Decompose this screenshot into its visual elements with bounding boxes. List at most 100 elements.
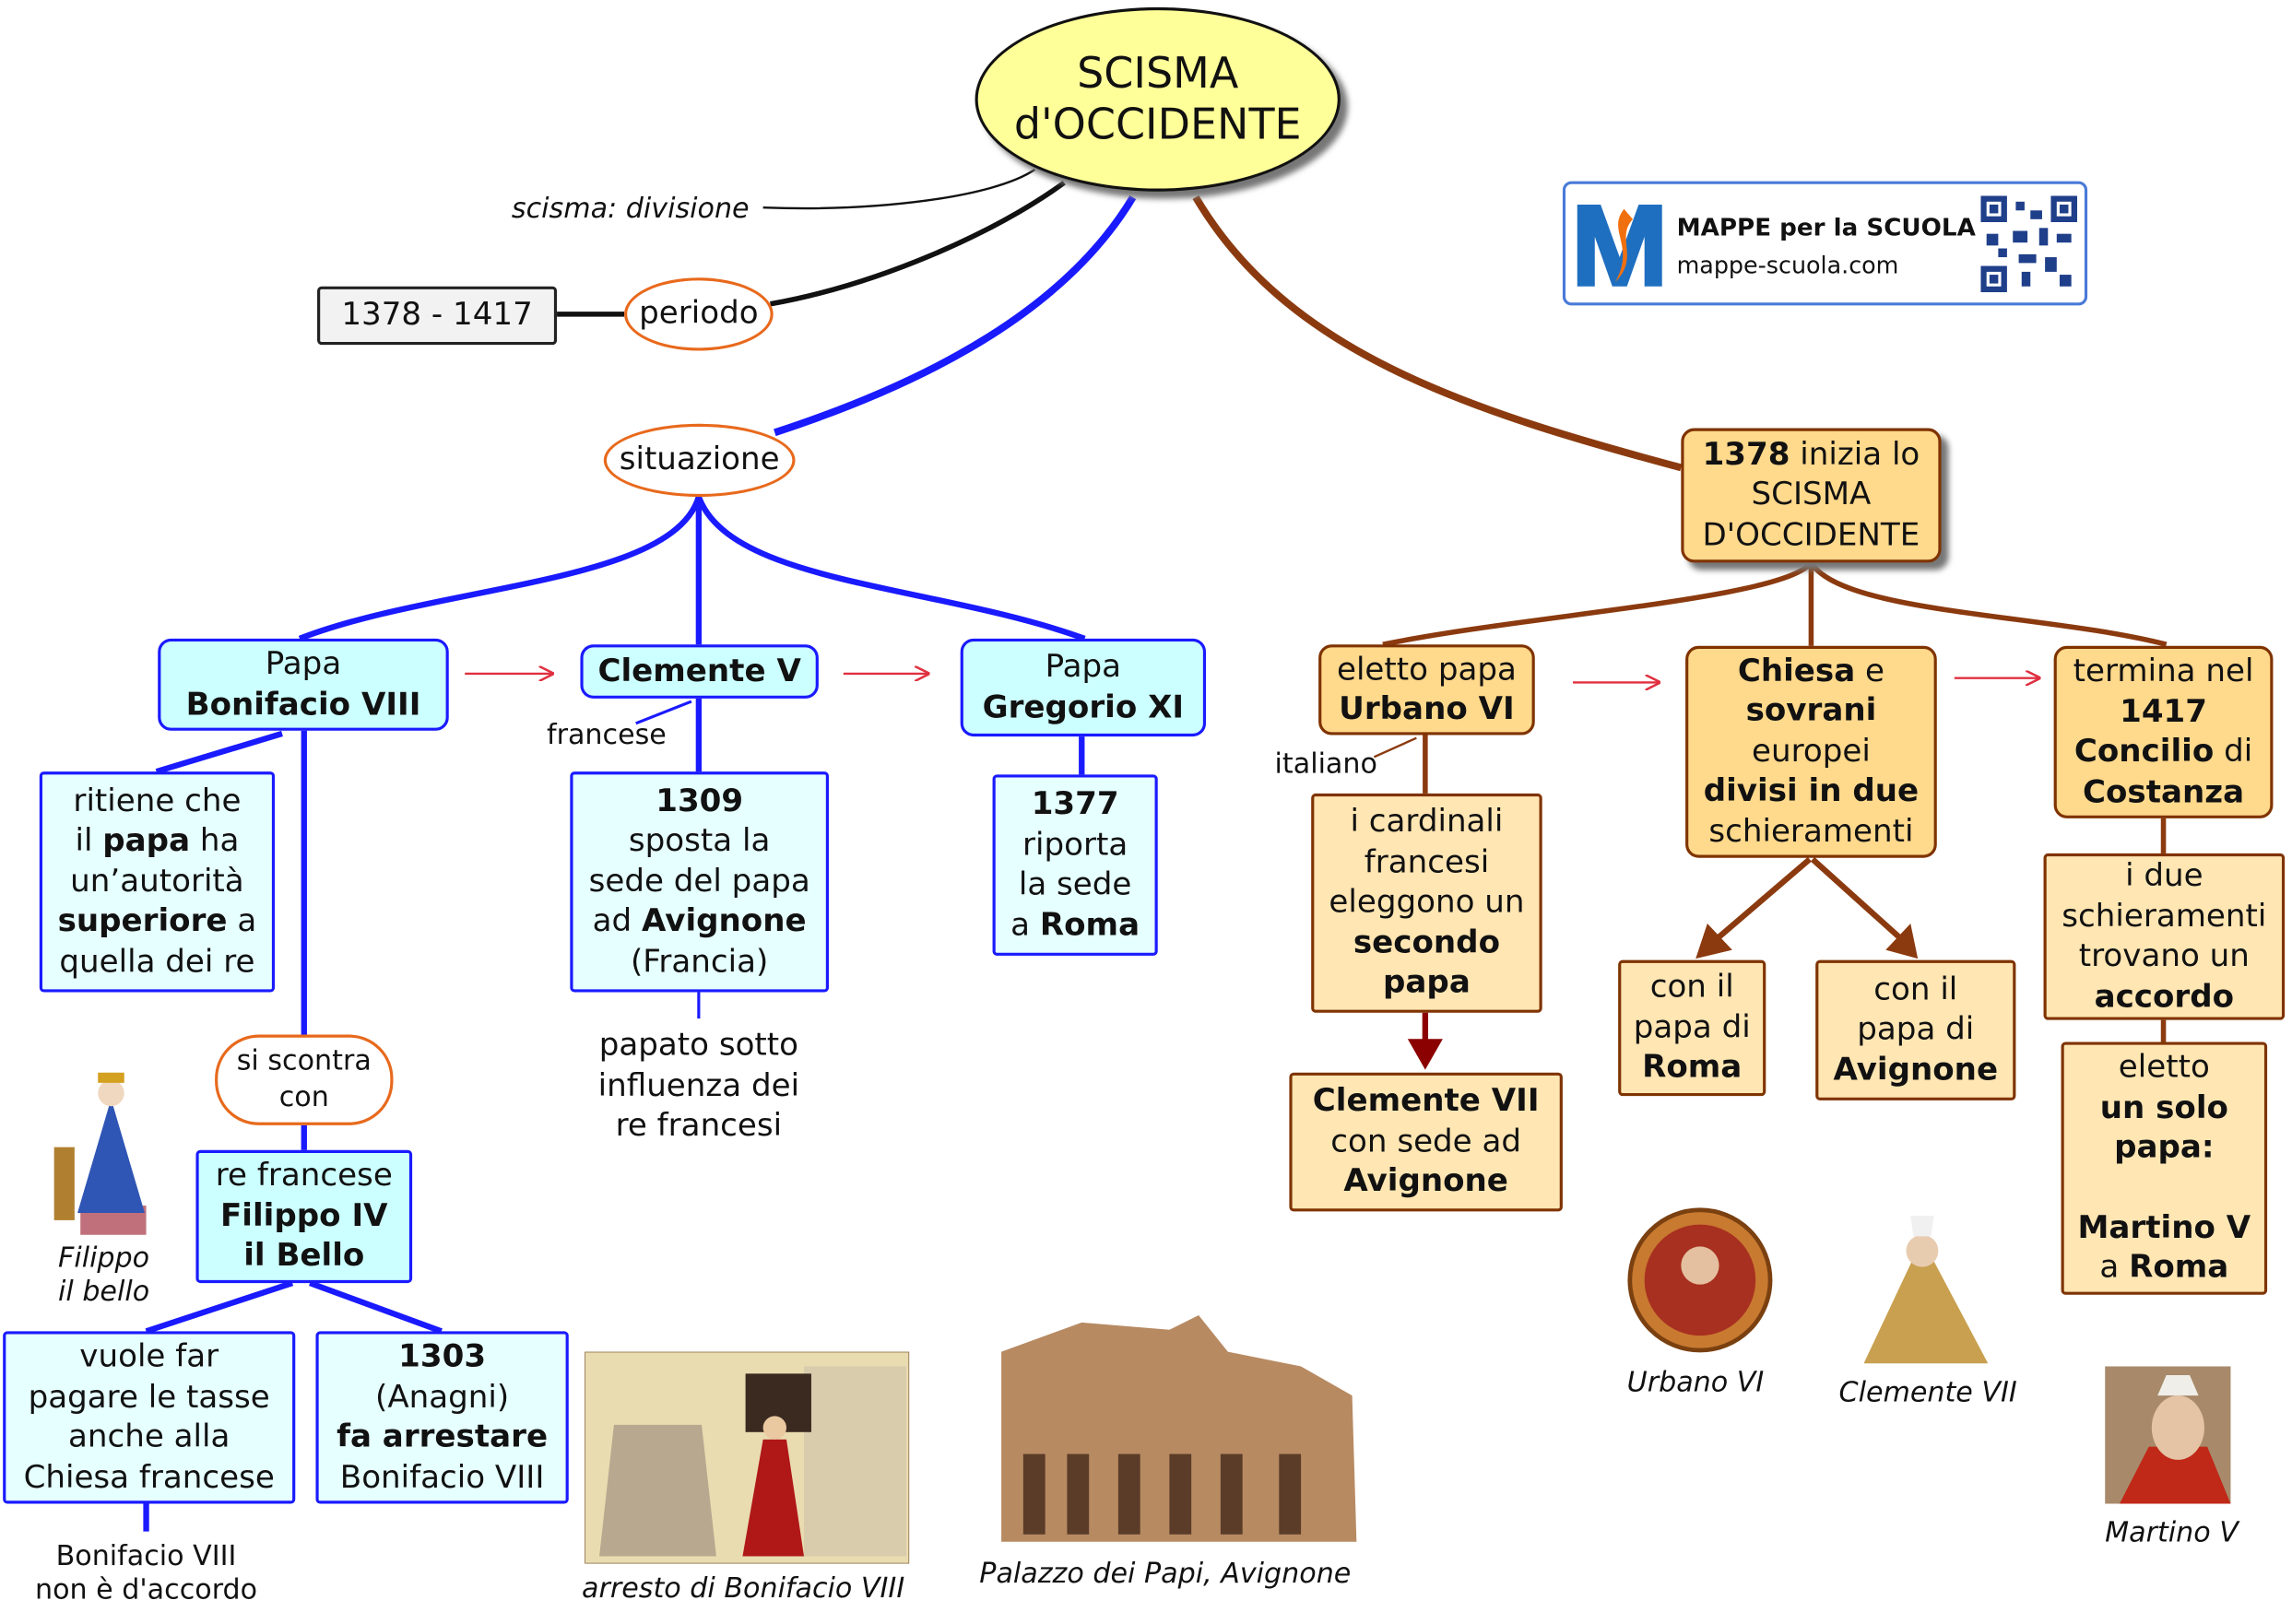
one-pope-box: eletto un solo papa: Martino V a Roma (2061, 1041, 2268, 1295)
gregorio-box: Papa Gregorio XI (960, 638, 1207, 737)
text: la sede (1018, 866, 1132, 903)
text: papa (1383, 964, 1471, 1002)
text: Bonifacio VIII (185, 686, 421, 724)
belief-box: ritiene che il papa ha un’autorità super… (39, 771, 276, 993)
text: papa: (2114, 1129, 2215, 1167)
logo-name: MAPPE per la SCUOLA (1676, 213, 1976, 241)
filippo-portrait-image (53, 1072, 147, 1235)
period-value: 1378 - 1417 (341, 297, 533, 334)
text: divisi in due (1703, 773, 1920, 810)
logo-banner[interactable]: MAPPE per la SCUOLA mappe-scuola.com (1562, 181, 2088, 306)
text: i cardinali (1350, 804, 1504, 841)
cardinals-box: i cardinali francesi eleggono un secondo… (1311, 793, 1542, 1013)
text: papa di (1633, 1009, 1751, 1046)
papacy-label: papato sotto influenza dei re francesi (567, 1026, 830, 1147)
text: Papa (265, 645, 342, 683)
text: 1377 (1031, 785, 1119, 823)
text: Clemente V (597, 653, 801, 689)
text: (Anagni) (375, 1378, 510, 1416)
divided-box: Chiesa e sovrani europei divisi in due s… (1685, 645, 1937, 858)
arrest-caption: arresto di Bonifacio VIII (582, 1571, 905, 1605)
clash-node: si scontra con (215, 1034, 394, 1125)
text: Martino V (2077, 1209, 2251, 1247)
text: Bonifacio VIII (339, 1459, 545, 1496)
text: e (1855, 653, 1885, 689)
text: Avignone (642, 903, 807, 940)
situation-label: situazione (619, 441, 780, 478)
definition-label: scisma: divisione (511, 193, 750, 226)
text: termina nel (2073, 653, 2254, 690)
clemente-vii-caption: Clemente VII (1838, 1376, 2017, 1409)
text: non è d'accordo (34, 1573, 258, 1606)
palace-caption: Palazzo dei Papi, Avignone (979, 1558, 1352, 1591)
text: influenza dei (597, 1067, 800, 1104)
text: il (75, 823, 103, 860)
text: Urbano VI (1339, 690, 1515, 728)
text: trovano un (2078, 937, 2250, 975)
text: Roma (2129, 1249, 2229, 1287)
text: Clemente VII (1312, 1083, 1540, 1120)
end-box: termina nel 1417 Concilio di Costanza (2053, 645, 2274, 818)
text: schieramenti (2062, 898, 2267, 935)
situation-ellipse: situazione (603, 423, 796, 498)
rome-return-box: 1377 riporta la sede a Roma (992, 774, 1158, 956)
text: ad (592, 903, 643, 940)
disagree-label: Bonifacio VIII non è d'accordo (15, 1540, 278, 1607)
anagni-box: 1303 (Anagni) fa arrestare Bonifacio VII… (315, 1331, 569, 1504)
text: vuole far (79, 1338, 219, 1375)
urbano-caption: Urbano VI (1626, 1366, 1765, 1399)
text: a (1010, 906, 1040, 944)
clemente-vii-portrait-image (1863, 1216, 1989, 1364)
clemente-vii-box: Clemente VII con sede ad Avignone (1289, 1072, 1563, 1212)
bonifacio-box: Papa Bonifacio VIII (158, 638, 449, 731)
text: papa di (1857, 1011, 1975, 1049)
text: re francese (215, 1158, 393, 1194)
side-rome-box: con il papa di Roma (1618, 959, 1766, 1097)
text: eletto (2118, 1049, 2210, 1087)
line-period (770, 180, 1066, 307)
italian-label: italiano (1274, 747, 1377, 781)
martino-portrait-image (2105, 1366, 2231, 1504)
period-ellipse: periodo (624, 277, 774, 351)
arrest-painting-image (585, 1351, 910, 1564)
french-label: francese (546, 719, 667, 751)
urbano-portrait-image (1627, 1207, 1773, 1353)
text: con sede ad (1330, 1123, 1522, 1160)
schism-start-box: 1378 inizia lo SCISMA D'OCCIDENTE (1681, 428, 1942, 563)
text: a (227, 903, 257, 940)
logo-url: mappe-scuola.com (1676, 251, 1899, 279)
text: inizia lo (1790, 436, 1920, 474)
text: accordo (2094, 978, 2235, 1016)
text: i due (2125, 857, 2203, 895)
king-box: re francese Filippo IV il Bello (195, 1149, 413, 1284)
text: 1378 (1702, 436, 1790, 474)
agreement-box: i due schieramenti trovano un accordo (2043, 853, 2286, 1020)
text: europei (1752, 733, 1871, 771)
text: Filippo (57, 1242, 150, 1275)
text: un’autorità (70, 863, 244, 900)
text: anche alla (68, 1418, 230, 1456)
title-line2: d'OCCIDENTE (1013, 99, 1302, 149)
text: con il (1873, 971, 1958, 1008)
martino-caption: Martino V (2105, 1516, 2239, 1549)
title-line1: SCISMA (1077, 48, 1239, 99)
text: riporta (1022, 826, 1128, 864)
text: il bello (57, 1276, 150, 1309)
text: pagare le tasse (28, 1378, 270, 1416)
text: Roma (1642, 1049, 1743, 1087)
palace-photo-image (1001, 1314, 1357, 1542)
period-label: periodo (639, 295, 759, 333)
text: eletto papa (1336, 651, 1517, 688)
text: con il (1649, 969, 1734, 1006)
text: a (2099, 1249, 2130, 1287)
text: sposta la (628, 823, 771, 860)
text: eleggono un (1329, 884, 1525, 922)
text: il Bello (243, 1238, 365, 1275)
period-value-box: 1378 - 1417 (317, 286, 558, 346)
text: re francesi (615, 1107, 783, 1145)
text: D'OCCIDENTE (1702, 516, 1920, 554)
text: si scontra (236, 1044, 372, 1077)
text: Gregorio XI (982, 688, 1185, 726)
